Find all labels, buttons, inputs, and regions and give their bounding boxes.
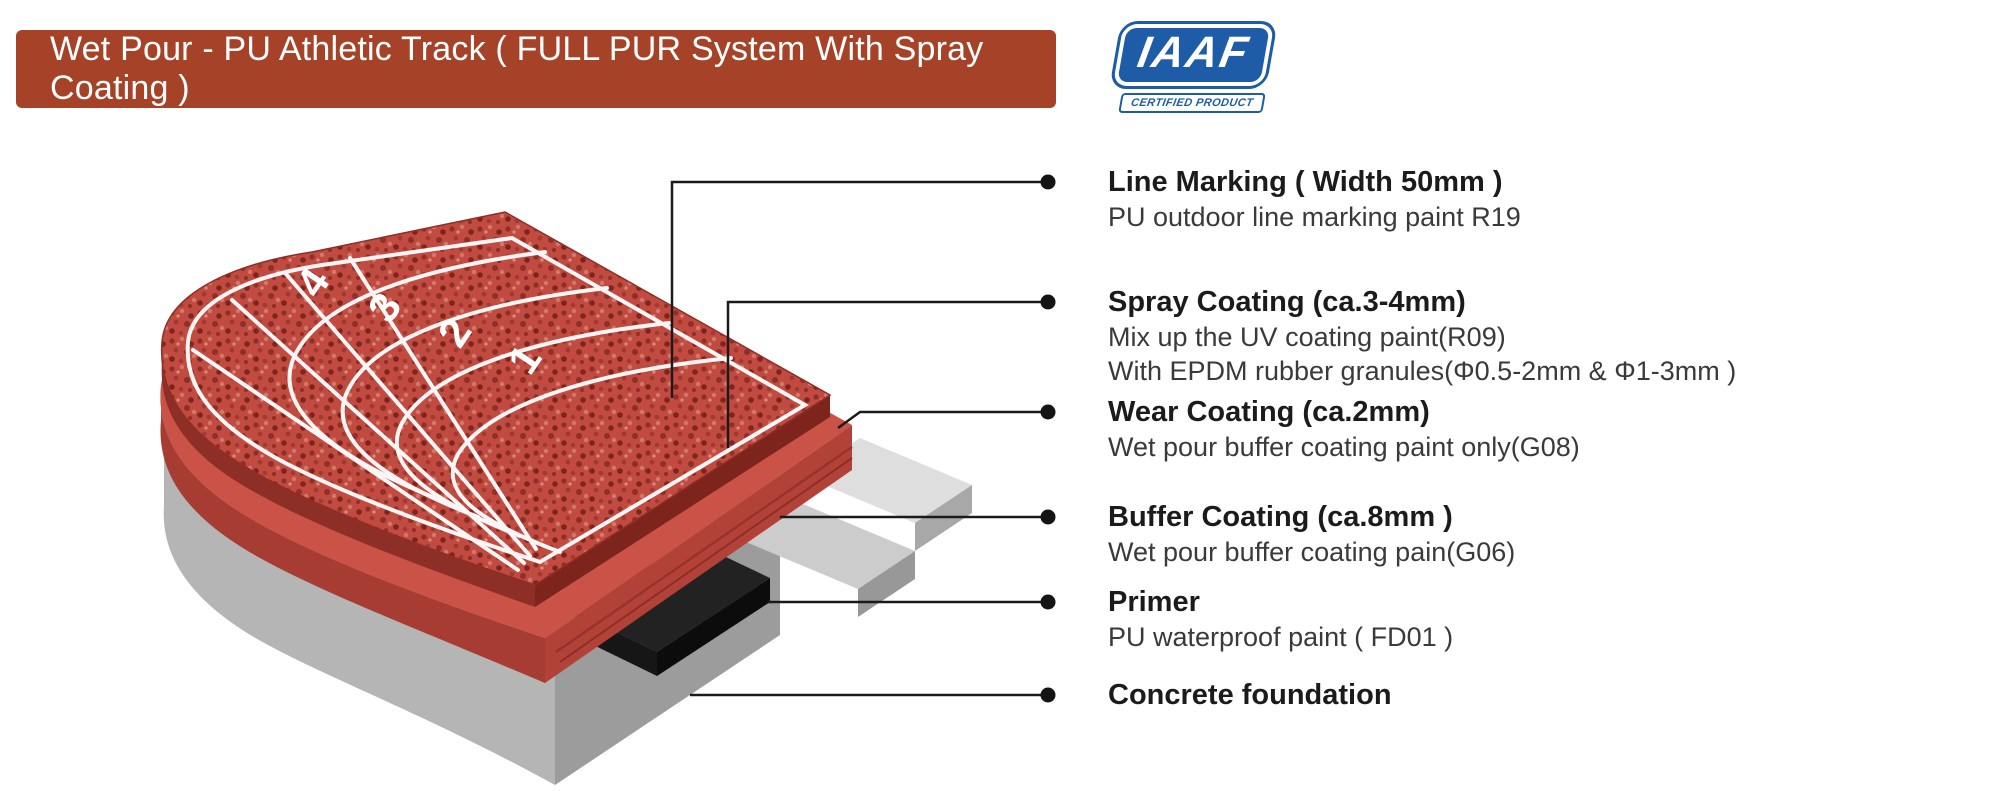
lane-fan-line-2 [230,298,526,565]
callout-dot-1 [1040,174,1056,190]
leader-line-3 [837,410,1041,430]
callout-dot-2 [1040,294,1056,310]
leader-lines [670,180,1041,697]
speckle-side-left-face [161,342,536,607]
speckle-side-right-face [535,395,830,607]
callout-detail: PU waterproof paint ( FD01 ) [1108,622,1454,652]
callout-heading: Concrete foundation [1108,679,1392,711]
red-layer-front-left-face [160,386,545,683]
red-layer-groove-line [555,445,853,654]
leader-line-1 [670,180,1041,398]
callout-heading: Buffer Coating (ca.8mm ) [1108,501,1453,533]
callout-buffer-coating: Buffer Coating (ca.8mm ) Wet pour buffer… [1108,500,1515,568]
callout-heading: Line Marking ( Width 50mm ) [1108,166,1503,198]
callout-heading: Primer [1108,586,1200,618]
callout-concrete-foundation: Concrete foundation [1108,678,1392,712]
callout-detail: Mix up the UV coating paint(R09) [1108,322,1506,352]
leader-line-2 [726,300,1041,448]
lane-arc-4 [450,356,733,554]
callout-dot-3 [1040,404,1056,420]
lane-markings [185,235,809,572]
callout-detail: PU outdoor line marking paint R19 [1108,202,1521,232]
lane-fan-line-1 [191,348,520,572]
callout-wear-coating: Wear Coating (ca.2mm) Wet pour buffer co… [1108,395,1580,463]
track-top-face [160,211,832,586]
lane-fan-line-4 [348,256,538,551]
callout-heading: Spray Coating (ca.3-4mm) [1108,286,1466,318]
callout-line-marking: Line Marking ( Width 50mm ) PU outdoor l… [1108,165,1521,233]
lane-arc-3 [394,321,671,538]
callout-dot-6 [1040,687,1056,703]
callout-detail: With EPDM rubber granules(Φ0.5-2mm & Φ1-… [1108,356,1737,386]
callout-dot-4 [1040,509,1056,525]
page-title: Wet Pour - PU Athletic Track ( FULL PUR … [50,30,984,107]
callout-spray-coating: Spray Coating (ca.3-4mm) Mix up the UV c… [1108,285,1736,387]
lane-perimeter-line [185,235,809,565]
callout-detail: Wet pour buffer coating paint only(G08) [1108,432,1580,462]
callout-heading: Wear Coating (ca.2mm) [1108,396,1430,428]
spray-coating-layer [160,211,832,607]
callout-primer: Primer PU waterproof paint ( FD01 ) [1108,585,1453,653]
primer-front-right-face [657,578,770,676]
red-layer-groove-line-2 [559,457,853,663]
step2-front-face [858,551,915,617]
callout-detail: Wet pour buffer coating pain(G06) [1108,537,1516,567]
leader-dots [1040,174,1056,703]
lane-arc-2 [340,286,609,519]
step2-top-face [746,504,915,589]
callout-dot-5 [1040,594,1056,610]
lane-fan-line-3 [284,272,532,558]
title-banner: Wet Pour - PU Athletic Track ( FULL PUR … [16,30,1056,108]
